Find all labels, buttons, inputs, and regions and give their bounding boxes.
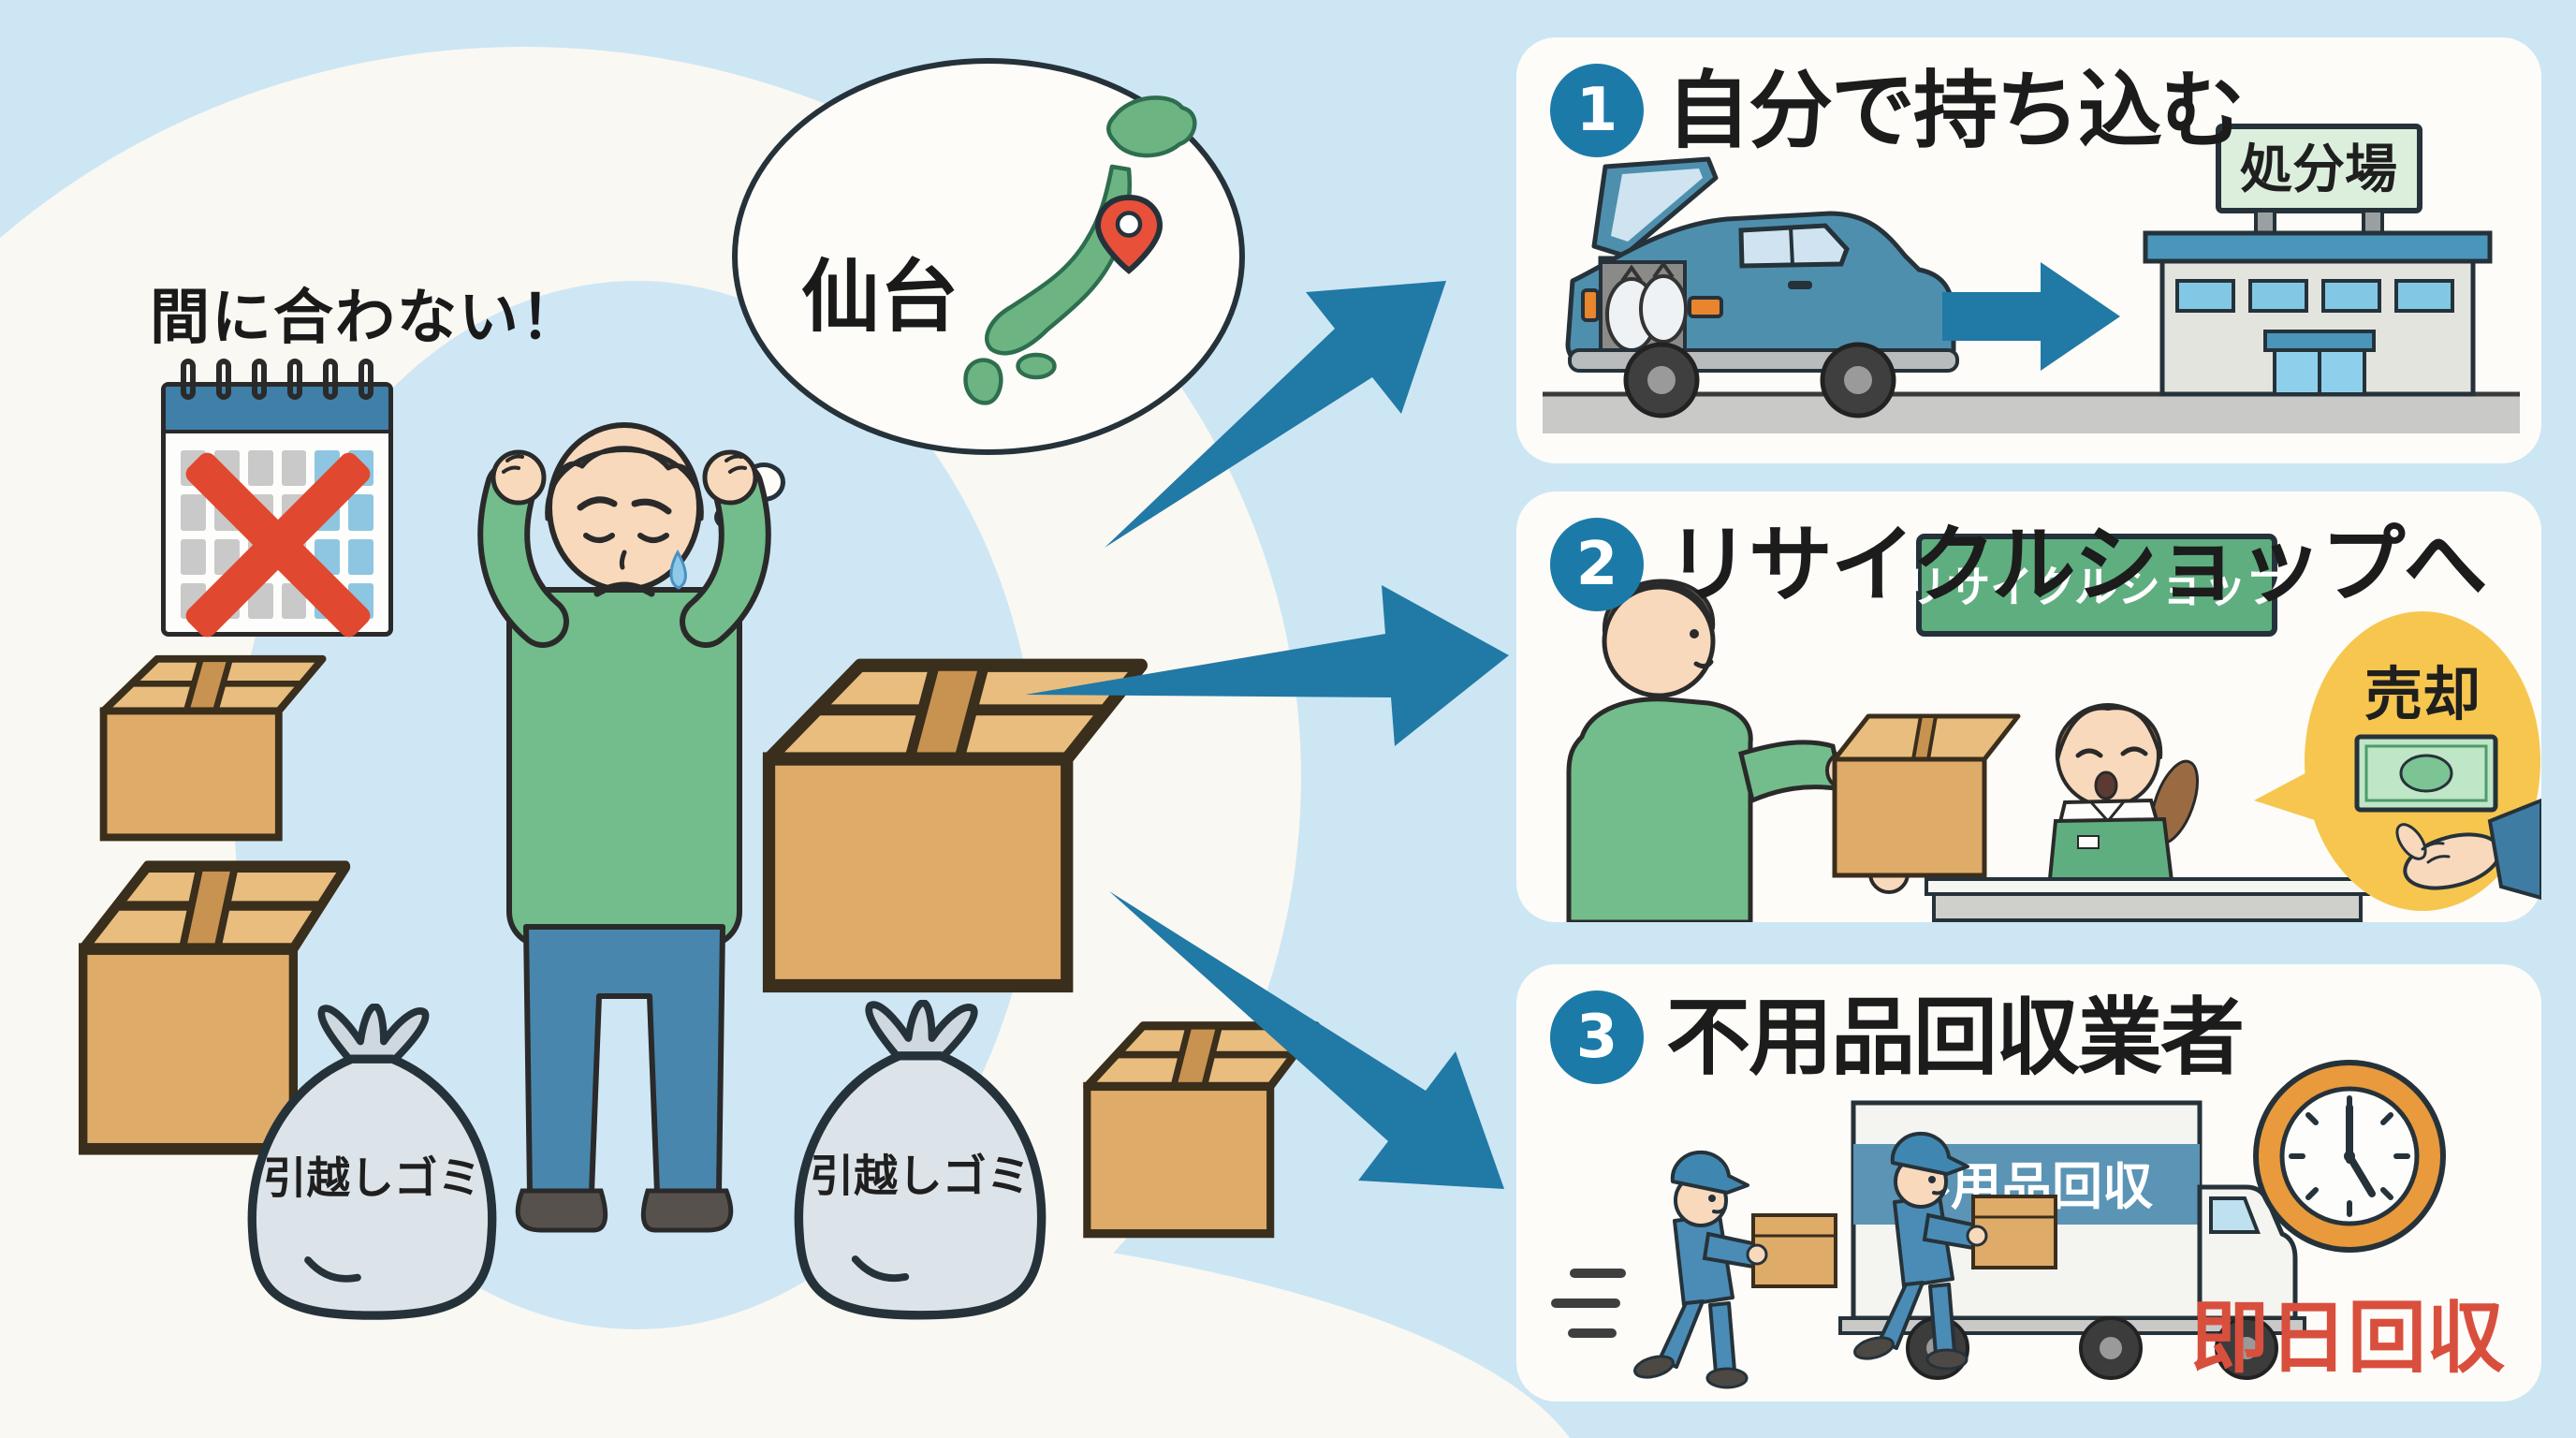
calendar-header: [166, 387, 388, 433]
clock-icon: [2253, 1060, 2446, 1253]
recycle-shop-sign-label: リサイクルショップ: [1904, 562, 2290, 612]
worker-cap: [1670, 1150, 1749, 1195]
disposal-sign: [2216, 124, 2422, 213]
option3-title: 不用品回収業者: [1666, 988, 2245, 1087]
city-label: 仙台: [801, 251, 959, 343]
location-pin-icon: [1094, 194, 1164, 274]
trash-bag: 引越しゴミ: [794, 1000, 1046, 1320]
car-illustration: [1565, 156, 1959, 418]
trash-bag-label: 引越しゴミ: [810, 1152, 1031, 1203]
money-icon: [2354, 734, 2498, 813]
calendar-icon: [161, 359, 393, 641]
arrow-to-option2-icon: [1025, 585, 1509, 746]
thought-bubble: 仙台: [732, 58, 1245, 455]
same-day-pickup-label: 即日回収: [2190, 1292, 2505, 1384]
worker-cap: [1890, 1131, 1969, 1176]
tear-drop-icon: [669, 549, 687, 590]
recycle-shop-sign: [1916, 534, 2277, 637]
trash-bag-label: 引越しゴミ: [263, 1153, 481, 1204]
option-panel-2: リサイクルショップ: [1516, 492, 2541, 922]
deadline-alert-text: 間に合わない！: [150, 284, 582, 353]
arrow-to-option1-icon: [1105, 281, 1446, 548]
hand-icon: [2395, 798, 2541, 901]
sell-label: 売却: [2364, 660, 2481, 728]
speed-lines: [1551, 1269, 1626, 1338]
option-panel-1: 処分場 1 自分で持ち込む: [1516, 37, 2541, 463]
clerk-figure: [2045, 703, 2200, 901]
option-panel-3: 不用品回収: [1516, 964, 2541, 1401]
option2-title: リサイクルショップへ: [1666, 515, 2487, 614]
option1-title: 自分で持ち込む: [1666, 61, 2245, 160]
shop-counter: [1925, 877, 2370, 922]
option-number-badge: 1: [1550, 64, 1644, 157]
calendar-spiral-rings: [181, 359, 373, 400]
cardboard-box: [79, 860, 351, 1155]
sell-bubble: 売却: [2254, 611, 2541, 911]
road: [1543, 394, 2520, 433]
disposal-site-building: 処分場: [2143, 124, 2493, 397]
cardboard-box: [762, 658, 1148, 993]
disposal-sign-label: 処分場: [2240, 139, 2397, 200]
worker-figure: [1853, 1131, 2057, 1371]
option2-illustration: リサイクルショップ: [1566, 534, 2541, 922]
trash-bag: 引越しゴミ: [247, 1004, 497, 1320]
worker-figure: [1633, 1150, 1837, 1389]
option-number-badge: 3: [1550, 990, 1644, 1084]
japan-map: [963, 95, 1197, 405]
arrow-right-icon: [1942, 262, 2120, 371]
option3-illustration: 不用品回収: [1551, 1060, 2505, 1389]
arrow-to-option3-icon: [1109, 891, 1504, 1189]
cardboard-box: [99, 654, 327, 842]
option-number-badge: 2: [1550, 518, 1644, 611]
worried-person: [477, 422, 771, 1233]
cardboard-box: [1832, 713, 2021, 878]
option1-illustration: 処分場: [1543, 124, 2520, 433]
